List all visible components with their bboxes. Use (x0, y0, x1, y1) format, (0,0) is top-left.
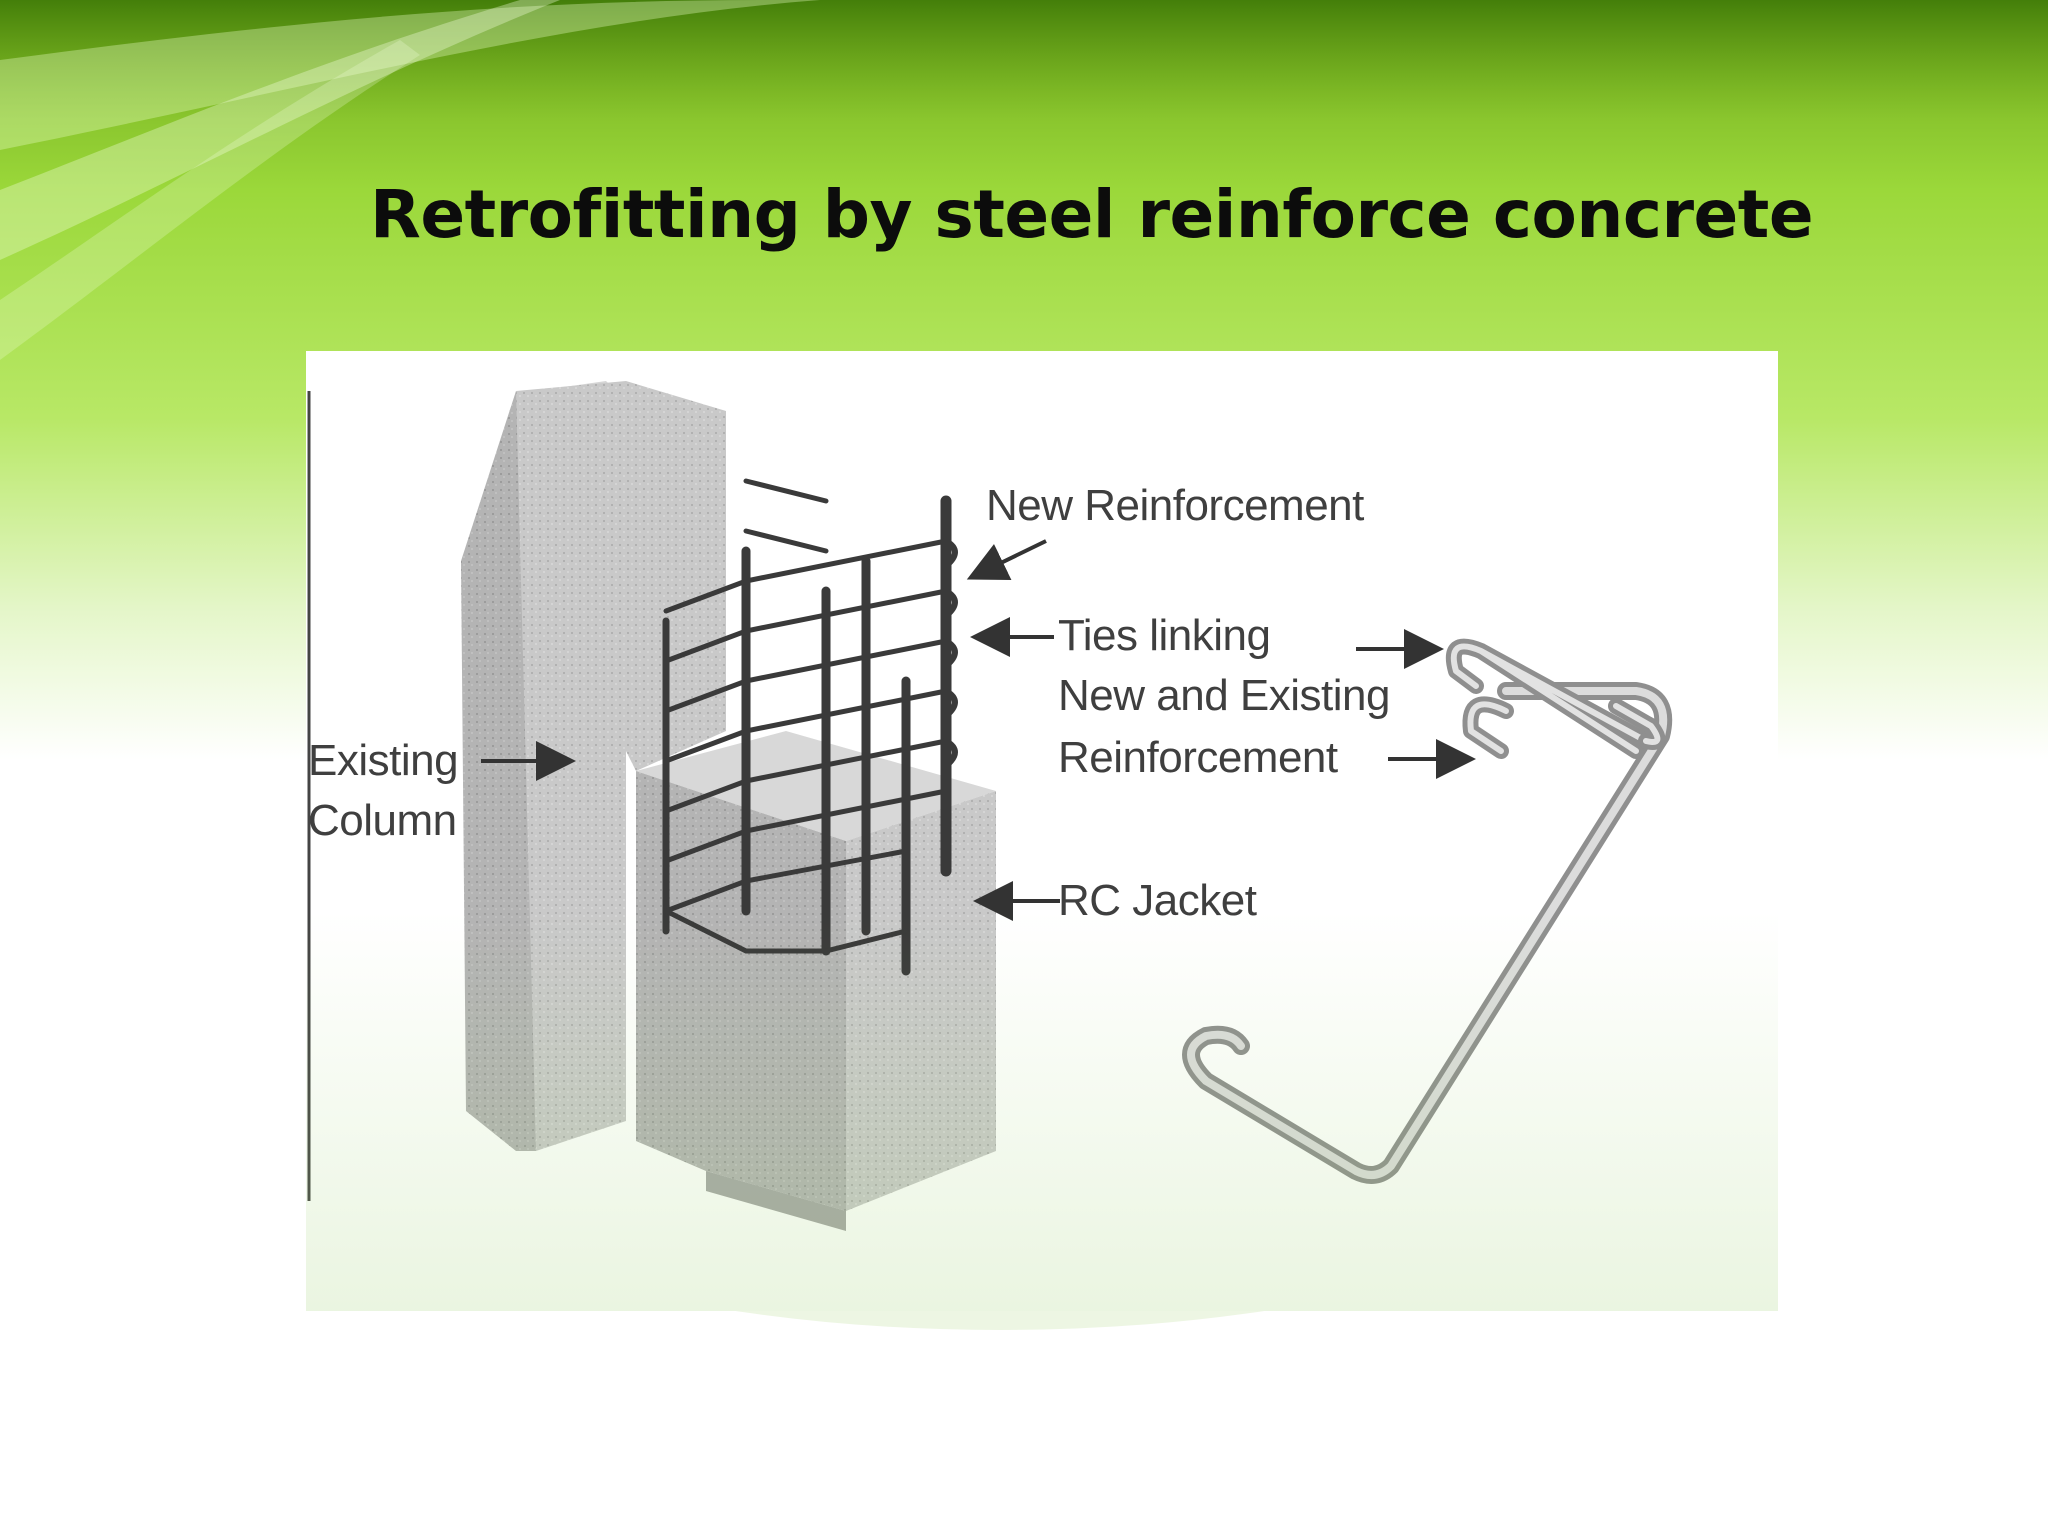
label-arrows (481, 539, 1476, 921)
label-new-reinforcement: New Reinforcement (986, 481, 1364, 530)
label-ties-line3: Reinforcement (1058, 733, 1338, 782)
slide-title: Retrofitting by steel reinforce concrete (370, 176, 1814, 253)
arrow-new-reinforcement (966, 539, 1047, 580)
label-ties-line1: Ties linking (1058, 611, 1271, 660)
rc-jacket-diagram: New Reinforcement Ties linking New and E… (306, 351, 1778, 1311)
label-existing-line1: Existing (308, 736, 459, 785)
label-rc-jacket: RC Jacket (1058, 876, 1257, 925)
label-existing-line2: Column (308, 796, 457, 845)
label-ties-line2: New and Existing (1058, 671, 1390, 720)
diagram-drawing (306, 381, 1778, 1311)
